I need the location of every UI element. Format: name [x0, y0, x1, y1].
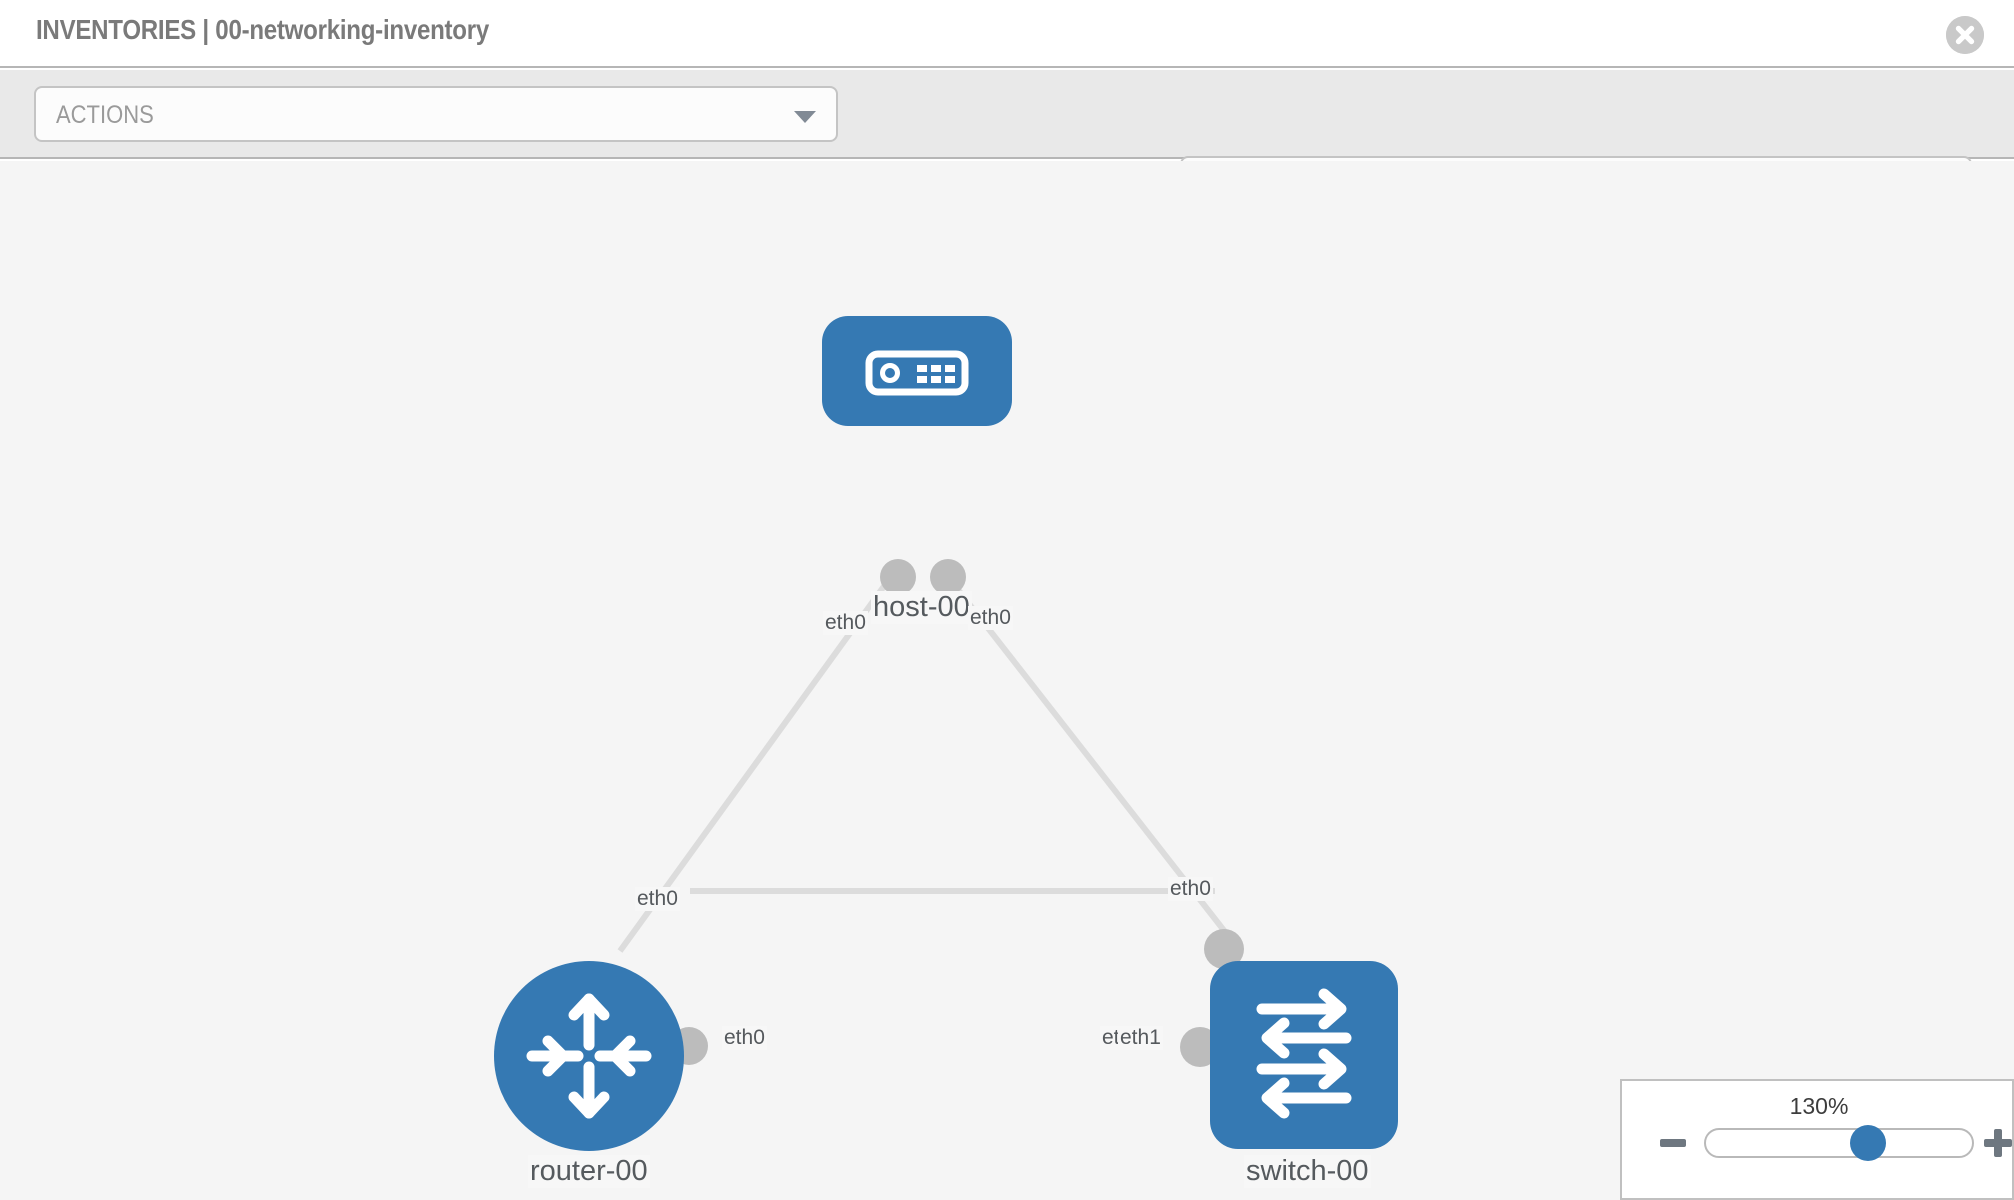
- node-label-switch-00: switch-00: [1244, 1155, 1371, 1188]
- toolbar: ACTIONS SEARCH: [0, 70, 2014, 212]
- close-button[interactable]: [1946, 16, 1984, 54]
- host-node-shape[interactable]: [822, 316, 1012, 426]
- zoom-percent-label: 130%: [1789, 1093, 1849, 1119]
- router-arrows-icon: [526, 993, 652, 1119]
- router-node-shape[interactable]: [494, 961, 684, 1151]
- edge-label-host-eth0-right: eth0: [968, 606, 1013, 630]
- edge-label-switch-eth0-up: eth0: [1168, 877, 1213, 901]
- server-appliance-icon: [865, 350, 969, 396]
- zoom-slider-track[interactable]: [1704, 1128, 1974, 1158]
- zoom-slider-thumb[interactable]: [1850, 1125, 1886, 1161]
- topology-canvas[interactable]: eth0 host-00 eth0 eth0 eth0 router-00: [0, 161, 2014, 1200]
- port-host-eth0-right[interactable]: [930, 559, 966, 595]
- close-circle-icon: [1946, 16, 1984, 54]
- actions-dropdown-label: ACTIONS: [56, 101, 154, 129]
- actions-dropdown[interactable]: ACTIONS: [34, 86, 838, 142]
- port-host-eth0-left[interactable]: [880, 559, 916, 595]
- switch-arrows-icon: [1256, 988, 1352, 1119]
- zoom-in-button[interactable]: [1984, 1129, 2012, 1157]
- edge-label-router-eth0-right: eth0: [722, 1026, 767, 1050]
- edge-label-host-eth0-left: eth0: [823, 611, 868, 635]
- edge-label-router-eth0-up: eth0: [635, 887, 680, 911]
- switch-node-shape[interactable]: [1210, 961, 1398, 1149]
- page-title: INVENTORIES | 00-networking-inventory: [36, 14, 490, 45]
- zoom-control-panel: 130%: [1620, 1079, 2014, 1200]
- node-label-router-00: router-00: [528, 1155, 650, 1188]
- node-label-host-00: host-00: [871, 591, 972, 624]
- chevron-down-icon: [794, 111, 816, 123]
- app-header: INVENTORIES | 00-networking-inventory: [0, 0, 2014, 68]
- zoom-out-button[interactable]: [1660, 1139, 1686, 1147]
- edge-label-switch-eth1-left: eth1: [1118, 1026, 1163, 1050]
